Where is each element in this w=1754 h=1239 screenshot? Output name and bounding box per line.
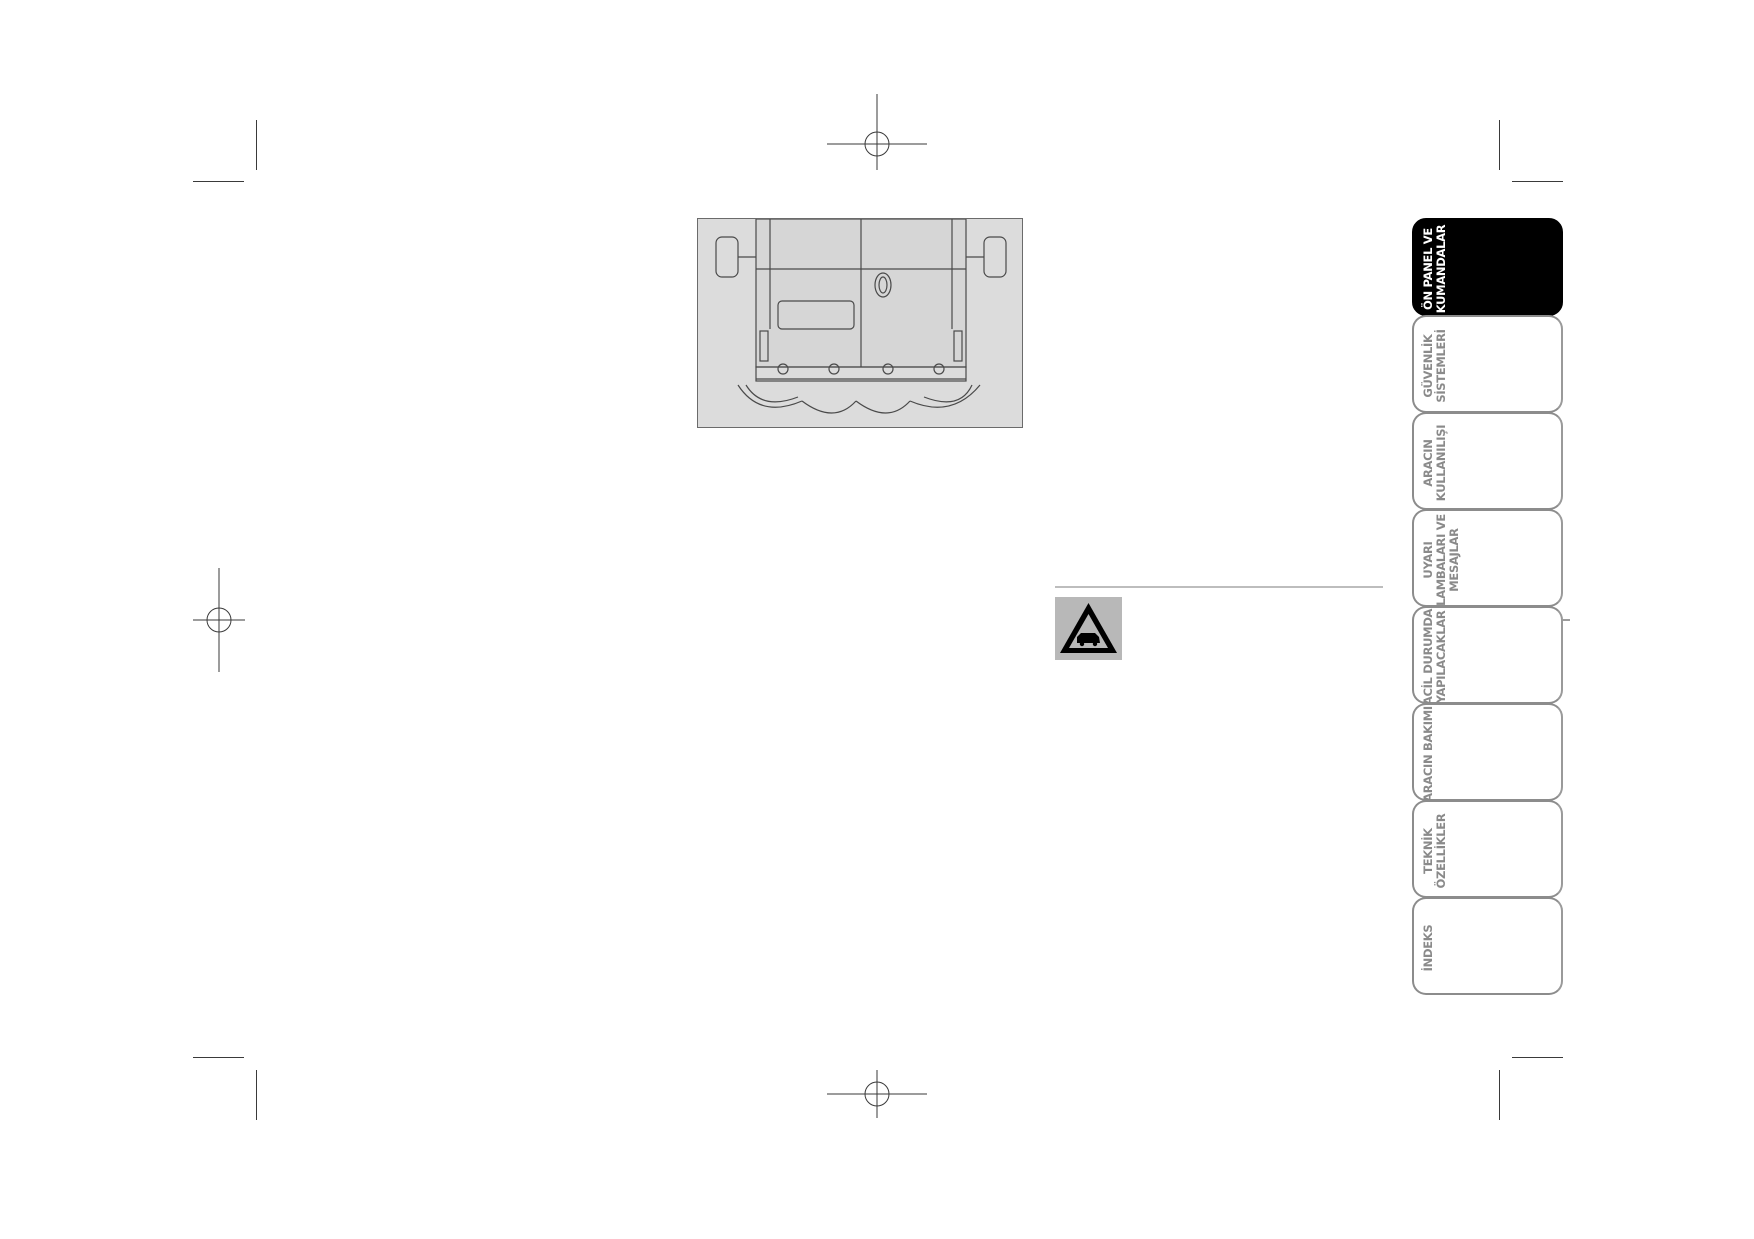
crop-mark: [1499, 1070, 1500, 1120]
section-divider: [1055, 586, 1383, 588]
tab-aracin-bakimi[interactable]: ARACIN BAKIMI: [1412, 703, 1563, 802]
crop-mark: [193, 1057, 244, 1058]
crop-mark: [256, 1070, 257, 1120]
warning-box: [1055, 597, 1122, 660]
registration-mark: [193, 568, 245, 672]
crop-mark: [1499, 120, 1500, 170]
crop-mark: [193, 181, 244, 182]
tab-indeks[interactable]: İNDEKS: [1412, 897, 1563, 995]
crop-mark: [1512, 1057, 1563, 1058]
van-rear-figure: [697, 218, 1023, 428]
tab-label: İNDEKS: [1421, 924, 1435, 972]
registration-mark: [827, 1070, 927, 1118]
crop-mark: [1512, 181, 1563, 182]
warning-triangle-vehicle-icon: [1060, 603, 1117, 653]
van-rear-parking-sensors-illustration: [715, 219, 1007, 414]
tab-label: ARACIN BAKIMI: [1421, 706, 1435, 802]
crop-mark: [256, 120, 257, 170]
registration-mark: [827, 94, 927, 170]
